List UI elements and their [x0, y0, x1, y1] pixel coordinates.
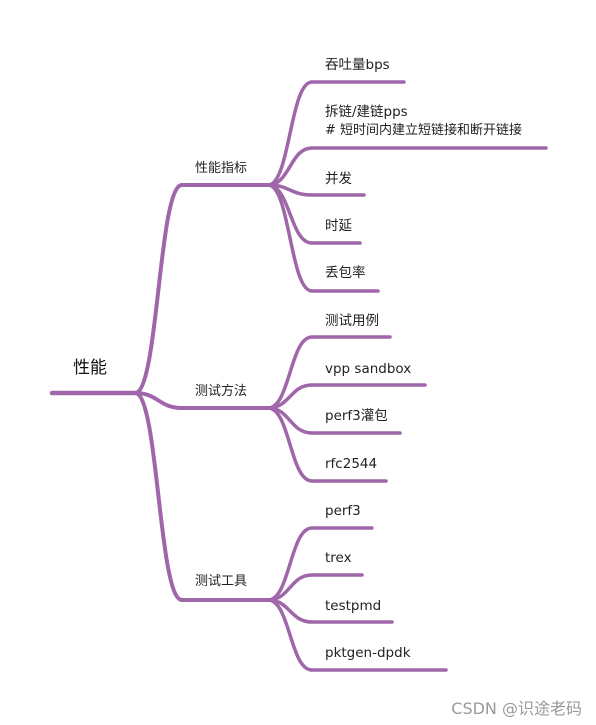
branch-connector-2	[133, 391, 184, 602]
leaf-label-connection-rate: 拆链/建链pps	[325, 104, 408, 120]
leaf-label-rfc2544: rfc2544	[325, 456, 378, 472]
leaf-label-latency: 时延	[325, 218, 352, 234]
leaf-label-perf3: perf3	[325, 503, 361, 519]
watermark: CSDN @识途老码	[451, 699, 582, 718]
branch-label-performance-metrics: 性能指标	[195, 161, 248, 176]
branch-label-test-tools: 测试工具	[195, 574, 248, 589]
leaf-connector-1-3	[266, 406, 314, 483]
leaf-label-test-cases: 测试用例	[325, 313, 379, 329]
leaf-connector-0-4	[266, 183, 314, 293]
leaf-label-throughput: 吞吐量bps	[325, 57, 390, 73]
leaf-label-concurrency: 并发	[325, 171, 352, 187]
branch-connector-0	[133, 183, 184, 395]
leaf-note-connection-rate: # 短时间内建立短链接和断开链接	[325, 123, 523, 138]
leaf-label-perf3-flood: perf3灌包	[325, 408, 388, 424]
leaf-label-vpp-sandbox: vpp sandbox	[325, 361, 412, 377]
branch-connector-1	[133, 391, 184, 410]
leaf-connector-2-3	[266, 598, 314, 672]
leaf-label-trex: trex	[325, 550, 352, 566]
branch-label-test-methods: 测试方法	[195, 384, 248, 399]
root-node-label: 性能	[73, 358, 107, 378]
leaf-label-pktgen-dpdk: pktgen-dpdk	[325, 645, 411, 661]
mindmap-edges	[49, 80, 548, 672]
leaf-label-testpmd: testpmd	[325, 598, 382, 614]
leaf-connector-0-0	[266, 80, 314, 187]
leaf-label-packet-loss: 丢包率	[325, 265, 366, 281]
